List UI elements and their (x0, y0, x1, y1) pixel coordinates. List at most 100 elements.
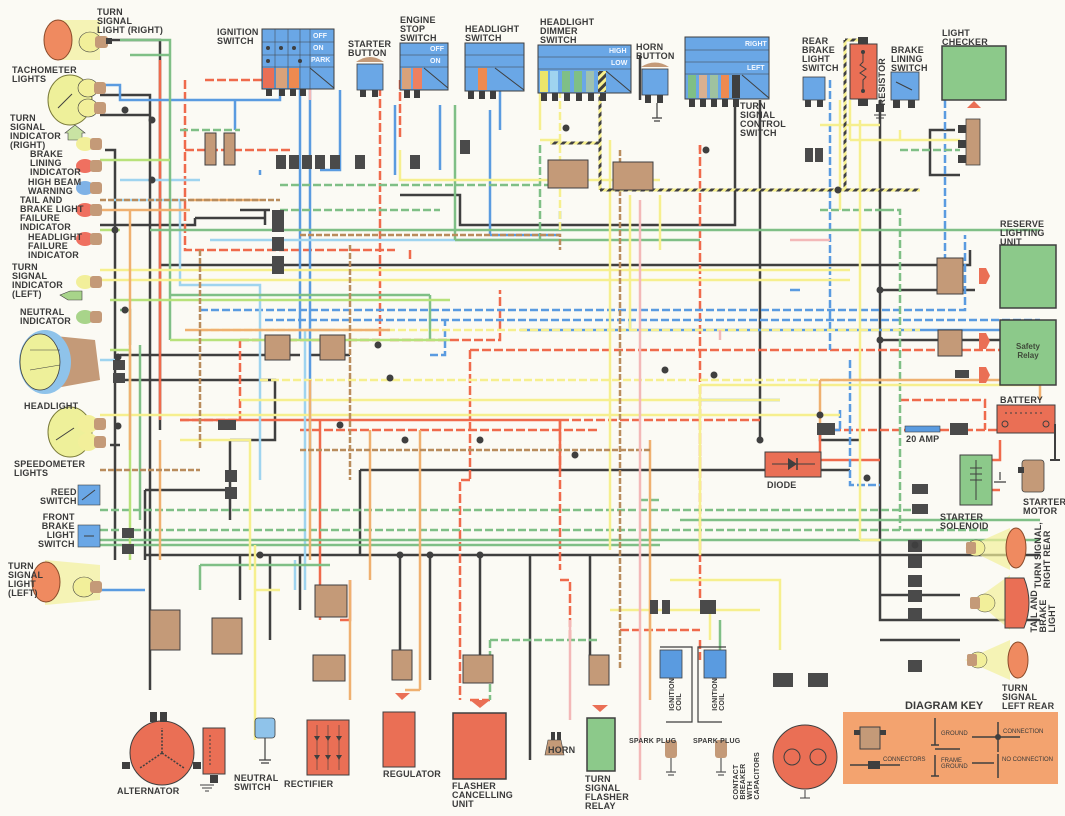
label-horn: Horn (548, 745, 576, 755)
turn-pos-right: RIGHT (745, 41, 767, 48)
label-tail-brake-failure-indicator: Tail and Brake Light Failure Indicator (20, 195, 84, 232)
wire-harness (100, 38, 1042, 780)
diagram-key (843, 712, 1058, 784)
engine-stop-pos-on: ON (430, 58, 441, 65)
alternator-stator-coil (200, 727, 226, 792)
label-turn-signal-flasher-relay: Turn Signal Flasher Relay (585, 774, 629, 811)
wire-pink (308, 80, 830, 780)
rectifier (306, 719, 350, 776)
headlight-switch (464, 42, 525, 99)
label-fuse-20-amp: 20 Amp (906, 434, 940, 444)
diagram-key-title: Diagram Key (905, 700, 984, 712)
indicator-bulbs (59, 124, 102, 324)
horn-button (641, 62, 669, 122)
label-speedometer-lights: Speedometer Lights (14, 459, 86, 478)
ignition-pos-on: ON (313, 45, 324, 52)
label-ignition-switch: Ignition Switch (217, 27, 259, 46)
rear-brake-light-switch (802, 76, 826, 107)
turn-signal-light-left (31, 560, 102, 605)
label-brake-lining-indicator: Brake Lining Indicator (30, 149, 81, 177)
resistor (849, 37, 878, 106)
key-connection: Connection (1003, 729, 1044, 735)
key-no-connection: No Connection (1002, 757, 1053, 763)
label-rear-brake-light-switch: Rear Brake Light Switch (802, 36, 839, 73)
turn-signal-light-right (43, 19, 112, 61)
label-contact-breaker: Contact Breaker With Capacitors (733, 752, 761, 800)
engine-stop-pos-off: OFF (430, 46, 444, 53)
horn-unit (544, 732, 565, 756)
label-turn-signal-left-rear: Turn Signal Left Rear (1002, 683, 1055, 711)
label-reed-switch: Reed Switch (40, 487, 77, 506)
fuse-20-amp (904, 425, 941, 433)
label-ignition-coil-2: Ignition Coil (712, 678, 726, 711)
light-checker (941, 45, 1007, 166)
neutral-switch (254, 717, 276, 764)
dimmer-pos-low: LOW (611, 60, 628, 67)
wire-lightblue (100, 178, 560, 590)
label-tail-and-brake-light: Tail and Brake Light (1029, 590, 1057, 633)
turn-signal-left-rear (965, 640, 1029, 680)
safety-relay (979, 319, 1057, 386)
label-engine-stop-switch: Engine Stop Switch (400, 15, 437, 43)
label-resistor: Resistor (877, 58, 887, 106)
label-turn-signal-light-right: Turn Signal Light (Right) (97, 7, 164, 35)
label-headlight-switch: Headlight Switch (465, 24, 520, 43)
inline-connectors (113, 140, 969, 687)
label-turn-signal-indicator-left: Turn Signal Indicator (Left) (12, 262, 63, 299)
label-flasher-cancelling-unit: Flasher Cancelling Unit (452, 781, 513, 809)
headlight-unit (19, 330, 100, 394)
diode (764, 451, 822, 478)
label-turn-signal-right-rear: Turn Signal, Right Rear (1033, 522, 1052, 589)
wire-yellow-black (550, 38, 920, 192)
speedometer-lights (47, 406, 106, 458)
flasher-cancelling-unit (452, 700, 507, 780)
label-starter-motor: Starter Motor (1023, 497, 1065, 516)
brake-lining-switch (874, 71, 920, 119)
label-neutral-indicator: Neutral Indicator (20, 307, 71, 326)
key-ground: Ground (941, 731, 968, 737)
ignition-pos-park: PARK (311, 57, 331, 64)
starter-motor (1018, 459, 1045, 493)
ignition-switch (261, 28, 335, 96)
key-frame-ground: Frame Ground (941, 758, 968, 770)
label-brake-lining-switch: Brake Lining Switch (891, 45, 928, 73)
key-connectors: Connectors (883, 757, 926, 763)
label-turn-signal-indicator-right: Turn Signal Indicator (Right) (10, 113, 61, 150)
left-instrument-cluster (19, 19, 112, 605)
label-diode: Diode (767, 480, 797, 490)
label-spark-plug-1: Spark Plug (629, 738, 677, 745)
dimmer-pos-high: HIGH (609, 48, 627, 55)
label-headlight: Headlight (24, 401, 79, 411)
label-starter-button: Starter Button (348, 39, 392, 58)
reserve-lighting-unit (979, 244, 1057, 309)
label-reserve-lighting-unit: Reserve Lighting Unit (1000, 219, 1045, 247)
multipin-connectors (149, 132, 964, 686)
ignition-coils (659, 646, 727, 776)
label-front-brake-light-switch: Front Brake Light Switch (38, 512, 75, 549)
battery (996, 404, 1060, 461)
label-regulator: Regulator (383, 769, 441, 779)
label-rectifier: Rectifier (284, 779, 334, 789)
label-horn-button: Horn Button (636, 42, 675, 61)
contact-breaker (772, 724, 838, 799)
label-battery: Battery (1000, 395, 1043, 405)
tail-and-brake-light (970, 575, 1030, 630)
label-ignition-coil-1: Ignition Coil (669, 678, 683, 711)
ignition-pos-off: OFF (313, 33, 327, 40)
engine-stop-switch (399, 42, 449, 98)
turn-signal-control-switch (684, 36, 770, 107)
label-high-beam-warning: High Beam Warning (28, 177, 82, 196)
wire-orange (100, 198, 1042, 700)
wire-brown (100, 150, 650, 670)
headlight-dimmer-switch (537, 44, 632, 101)
turn-signal-flasher-relay (586, 705, 616, 772)
label-alternator: Alternator (117, 786, 180, 796)
label-spark-plug-2: Spark Plug (693, 738, 741, 745)
label-tachometer-lights: Tachometer Lights (12, 65, 77, 84)
label-turn-signal-light-left: Turn Signal Light (Left) (8, 561, 44, 598)
label-light-checker: Light Checker (942, 28, 988, 47)
label-neutral-switch: Neutral Switch (234, 773, 279, 792)
starter-button (356, 57, 384, 97)
tachometer-lights (47, 74, 106, 126)
